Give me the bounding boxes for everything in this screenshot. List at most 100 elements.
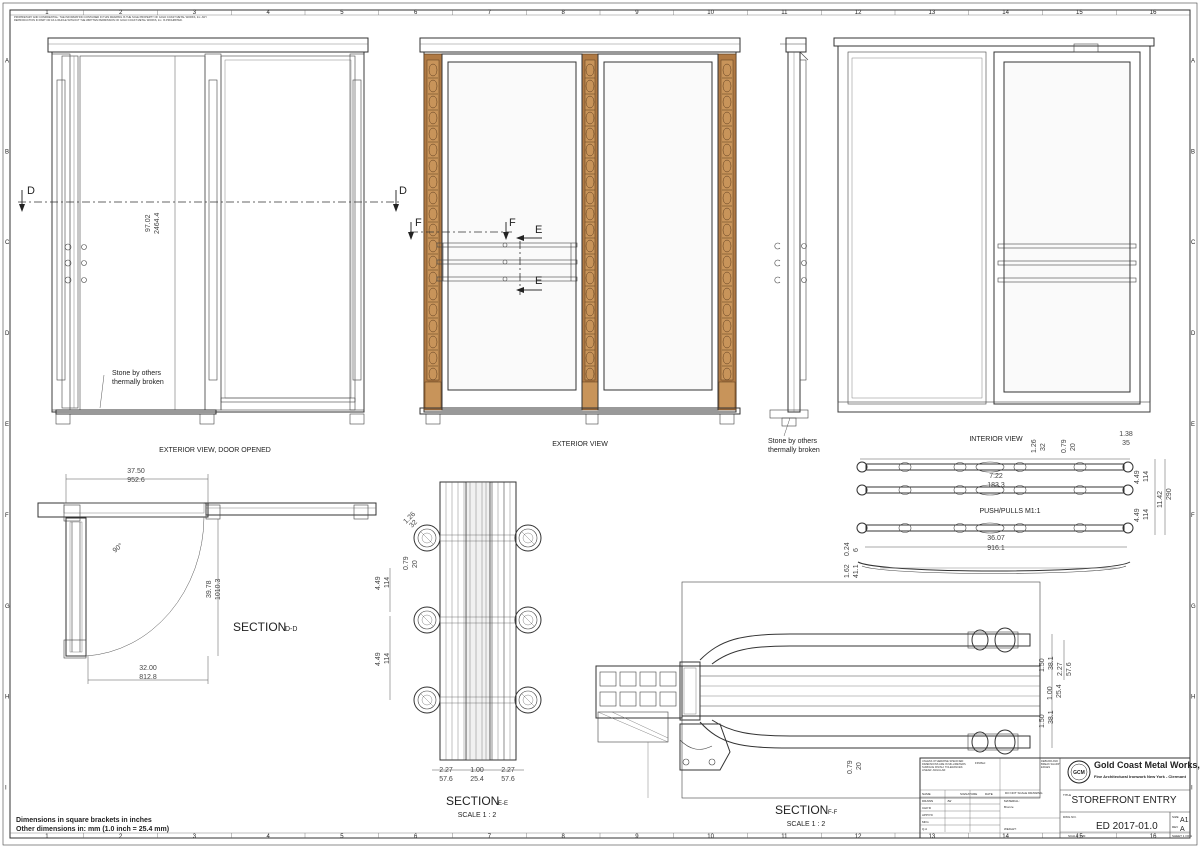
border-letter-right: B — [1191, 149, 1195, 155]
border-number-top: 6 — [414, 10, 418, 16]
ee-a-mm: 20 — [412, 560, 419, 568]
section-mark-d-right: D — [399, 185, 407, 197]
section-e-e: 1.26 32 0.79 20 4.49 114 4.49 114 2.27 5… — [375, 481, 542, 819]
ee-b-in: 4.49 — [375, 576, 382, 590]
border-letter-right: G — [1191, 604, 1196, 610]
ee-bl-in: 2.27 — [439, 767, 453, 774]
border-number-bottom: 2 — [119, 834, 123, 840]
ff-r1-mm: 38.1 — [1048, 656, 1055, 670]
tb-rev-label: REV — [1172, 825, 1178, 829]
section-ee-scale: SCALE 1 : 2 — [458, 812, 497, 819]
border-letter-right: D — [1191, 331, 1196, 337]
border-number-top: 8 — [561, 10, 565, 16]
ff-r2-in: 2.27 — [1057, 662, 1064, 676]
push-pull-bars — [436, 242, 578, 282]
border-number-top: 7 — [488, 10, 492, 16]
tb-sheet-label: SHEET 1 OF 1 — [1172, 834, 1192, 838]
section-mark-d-left: D — [27, 185, 35, 197]
pp-mid-mm: 183.3 — [987, 482, 1005, 489]
section-dd-title: SECTION — [233, 620, 286, 634]
border-number-top: 14 — [1002, 10, 1009, 16]
pp-mid-in: 7.22 — [989, 473, 1003, 480]
border-letter-right: A — [1191, 58, 1195, 64]
ee-br-in: 2.27 — [501, 767, 515, 774]
pp-width-in: 36.07 — [987, 535, 1005, 542]
section-mark-e-bottom: E — [535, 275, 542, 287]
border-letter-left: I — [5, 786, 7, 792]
stone-note-line1: Stone by others — [112, 370, 162, 377]
title-block: UNLESS OTHERWISE SPECIFIED: DIMENSIONS A… — [919, 757, 1200, 839]
border-number-bottom: 1 — [45, 834, 49, 840]
drawing-size: A1 — [1180, 817, 1189, 824]
border-number-top: 4 — [266, 10, 270, 16]
border-number-bottom: 8 — [561, 834, 565, 840]
border-number-top: 13 — [929, 10, 936, 16]
border-number-top: 3 — [193, 10, 197, 16]
pp-proj-in: 1.62 — [844, 564, 851, 578]
border-number-bottom: 7 — [488, 834, 492, 840]
tb-general-notes: UNLESS OTHERWISE SPECIFIED: DIMENSIONS A… — [922, 760, 966, 772]
tb-deburr: DEBURR AND BREAK SHARP EDGES — [1041, 760, 1059, 769]
pp-top-c-in: 1.38 — [1119, 431, 1133, 438]
tb-drawn-label: DRAWN — [922, 799, 933, 803]
pp-right-b-in: 4.49 — [1134, 508, 1141, 522]
border-number-bottom: 12 — [855, 834, 862, 840]
ee-bl-mm: 57.6 — [439, 776, 453, 783]
border-number-bottom: 5 — [340, 834, 344, 840]
section-mark-e-top: E — [535, 224, 542, 236]
section-ff-scale: SCALE 1 : 2 — [787, 821, 826, 828]
section-mark-f-right: F — [509, 217, 516, 229]
border-number-top: 15 — [1076, 10, 1083, 16]
tb-material-value: Bronze — [1004, 805, 1014, 809]
pp-total-in: 11.42 — [1157, 491, 1164, 508]
ee-a-in: 0.79 — [403, 556, 410, 570]
tb-chkd-label: CHK'D — [922, 806, 932, 810]
border-letter-right: I — [1191, 786, 1193, 792]
border-letter-left: A — [5, 58, 9, 64]
caption-exterior: EXTERIOR VIEW — [552, 441, 608, 448]
ee-diag-mm: 32 — [408, 519, 419, 530]
ee-br-mm: 57.6 — [501, 776, 515, 783]
dd-top-mm: 952.6 — [127, 477, 145, 484]
caption-exterior-opened: EXTERIOR VIEW, DOOR OPENED — [159, 447, 271, 454]
caption-interior: INTERIOR VIEW — [969, 436, 1023, 443]
border-number-bottom: 10 — [707, 834, 714, 840]
ff-r2-mm: 57.6 — [1066, 662, 1073, 676]
border-number-top: 16 — [1150, 10, 1157, 16]
bronze-ornament-pattern — [424, 63, 736, 409]
border-number-top: 1 — [45, 10, 49, 16]
tb-weight-label: WEIGHT: — [1004, 827, 1017, 831]
border-letter-right: E — [1191, 422, 1195, 428]
border-number-bottom: 14 — [1002, 834, 1009, 840]
tb-apprd-label: APPV'D — [922, 813, 934, 817]
border-letter-left: G — [5, 604, 10, 610]
height-dim-mm: 2464.4 — [154, 212, 161, 234]
border-zone-numbers: 1122334455667788991010111112121313141415… — [45, 10, 1157, 840]
drawing-number: ED 2017-01.0 — [1096, 821, 1158, 832]
border-number-top: 11 — [781, 10, 788, 16]
dimensions-note-line2: Other dimensions in: mm (1.0 inch = 25.4… — [16, 826, 169, 833]
push-pulls-detail: PUSH/PULLS M1:1 36.07 916.1 7.22 183.3 1… — [844, 431, 1173, 578]
ee-c-in: 4.49 — [375, 652, 382, 666]
border-number-bottom: 6 — [414, 834, 418, 840]
svg-text:GCM: GCM — [1073, 770, 1085, 776]
pp-top-b-in: 0.79 — [1061, 439, 1068, 453]
dd-bottom-mm: 812.8 — [139, 674, 157, 681]
dd-right-mm: 1010.3 — [215, 578, 222, 600]
ff-r1-in: 1.50 — [1039, 658, 1046, 672]
exterior-view: F F E E EXTERIOR VIEW — [408, 37, 741, 448]
pp-left-in: 0.24 — [844, 542, 851, 556]
border-letter-left: D — [5, 331, 10, 337]
border-number-bottom: 9 — [635, 834, 639, 840]
border-letter-left: C — [5, 240, 10, 246]
border-letter-left: E — [5, 422, 9, 428]
dimensions-note-line1: Dimensions in square brackets in inches — [16, 817, 152, 824]
proprietary-note: PROPRIETARY AND CONFIDENTIAL: THE INFORM… — [14, 16, 207, 22]
caption-push-pulls: PUSH/PULLS M1:1 — [979, 508, 1040, 515]
pp-top-a-in: 1.26 — [1031, 439, 1038, 453]
pp-right-b-mm: 114 — [1143, 509, 1150, 520]
section-dd-suffix: D-D — [285, 626, 297, 633]
ff-bot-in: 0.79 — [847, 760, 854, 774]
